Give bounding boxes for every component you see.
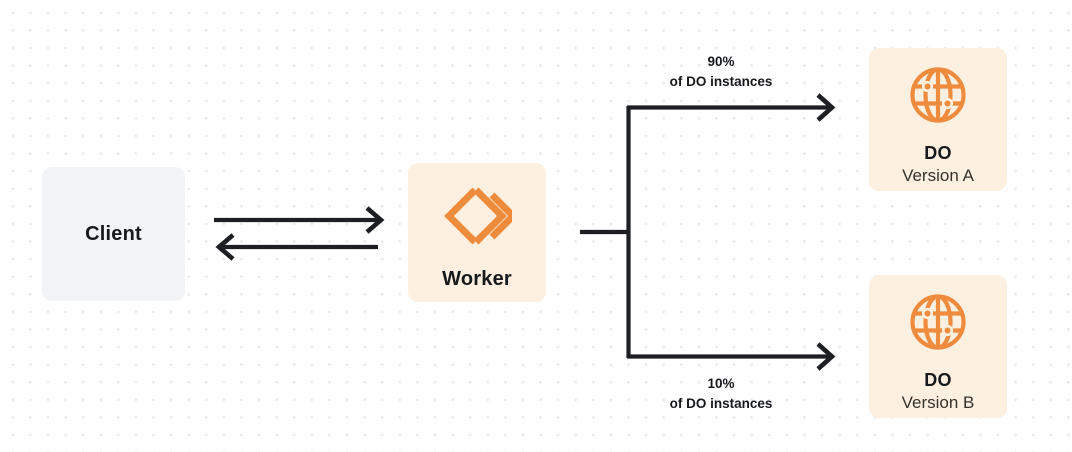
node-do-version-a[interactable]: DO Version A — [869, 48, 1007, 191]
globe-icon — [909, 293, 967, 356]
edge-label-do-b-percent: 10% — [707, 376, 735, 391]
arrowhead-client-to-worker — [365, 206, 385, 234]
edge-label-do-b: 10% of DO instances — [621, 374, 821, 415]
node-do-b-subtitle: Version B — [901, 393, 975, 412]
node-client-label: Client — [85, 222, 142, 245]
node-worker[interactable]: Worker — [408, 163, 546, 302]
edge-label-do-a: 90% of DO instances — [621, 52, 821, 93]
node-do-b-title: DO — [924, 370, 952, 390]
node-do-a-subtitle: Version A — [902, 166, 974, 185]
node-do-a-title: DO — [924, 143, 952, 163]
edge-label-do-a-caption: of DO instances — [669, 74, 773, 90]
cloudflare-workers-icon — [442, 185, 518, 252]
edge-label-do-b-caption: of DO instances — [669, 396, 773, 412]
arrowhead-to-do-a — [816, 93, 836, 122]
arrowhead-to-do-b — [816, 342, 836, 371]
arrowhead-worker-to-client — [215, 233, 235, 261]
edge-label-do-a-percent: 90% — [707, 54, 735, 69]
node-client[interactable]: Client — [42, 167, 185, 301]
node-do-version-b[interactable]: DO Version B — [869, 275, 1007, 418]
node-worker-label: Worker — [442, 268, 512, 290]
globe-icon — [909, 66, 967, 129]
